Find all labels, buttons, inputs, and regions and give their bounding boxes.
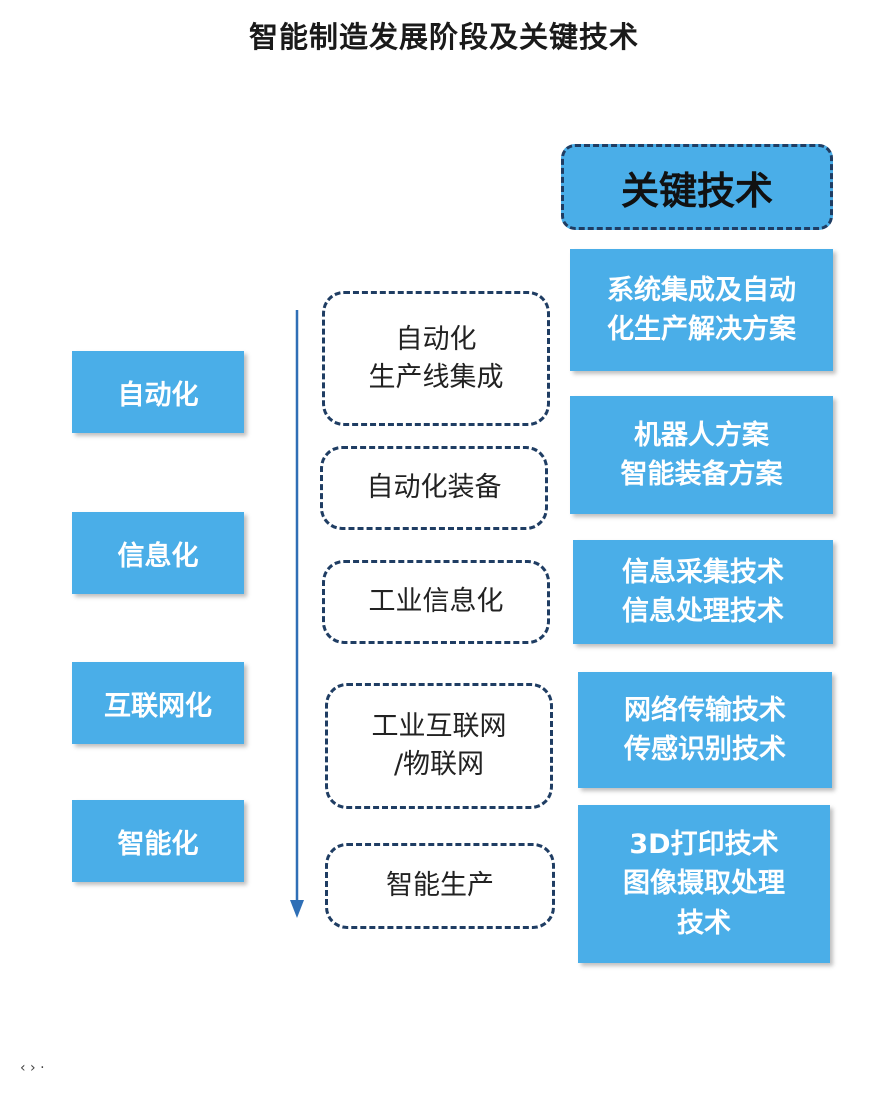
- tech-line: 化生产解决方案: [607, 314, 796, 345]
- process-line: 工业互联网: [371, 711, 507, 743]
- tech-line: 3D打印技术: [629, 829, 779, 861]
- process-line: 工业信息化: [368, 586, 504, 618]
- progress-arrow-icon: [290, 310, 304, 918]
- tech-line: 传感识别技术: [624, 734, 786, 765]
- stage-internet: 互联网化: [72, 662, 244, 744]
- stage-informatization: 信息化: [72, 512, 244, 594]
- tech-line: 系统集成及自动: [607, 274, 796, 306]
- process-line: /物联网: [393, 749, 485, 780]
- key-tech-header: 关键技术: [561, 144, 833, 230]
- tech-line: 智能装备方案: [620, 459, 783, 490]
- process-box: 自动化装备: [320, 446, 548, 530]
- process-box: 工业互联网 /物联网: [325, 683, 553, 809]
- process-line: 自动化装备: [366, 472, 502, 504]
- process-line: 自动化: [395, 323, 477, 355]
- footer-mark: ‹ › ·: [20, 1060, 45, 1076]
- tech-box: 信息采集技术 信息处理技术: [573, 540, 833, 644]
- tech-box: 3D打印技术 图像摄取处理 技术: [578, 805, 830, 963]
- stage-automation: 自动化: [72, 351, 244, 433]
- tech-line: 信息采集技术: [622, 556, 784, 588]
- process-line: 生产线集成: [368, 361, 504, 393]
- tech-line: 信息处理技术: [622, 596, 784, 627]
- stage-intelligent: 智能化: [72, 800, 244, 882]
- tech-line: 技术: [677, 907, 731, 939]
- page-title: 智能制造发展阶段及关键技术: [248, 20, 639, 54]
- tech-line: 网络传输技术: [624, 694, 786, 726]
- process-box: 智能生产: [325, 843, 555, 929]
- tech-line: 机器人方案: [634, 419, 769, 451]
- tech-line: 图像摄取处理: [623, 868, 785, 900]
- tech-box: 系统集成及自动 化生产解决方案: [570, 249, 833, 371]
- process-box: 工业信息化: [322, 560, 550, 644]
- tech-box: 机器人方案 智能装备方案: [570, 396, 833, 514]
- process-box: 自动化 生产线集成: [322, 291, 550, 426]
- process-line: 智能生产: [386, 870, 494, 902]
- tech-box: 网络传输技术 传感识别技术: [578, 672, 832, 788]
